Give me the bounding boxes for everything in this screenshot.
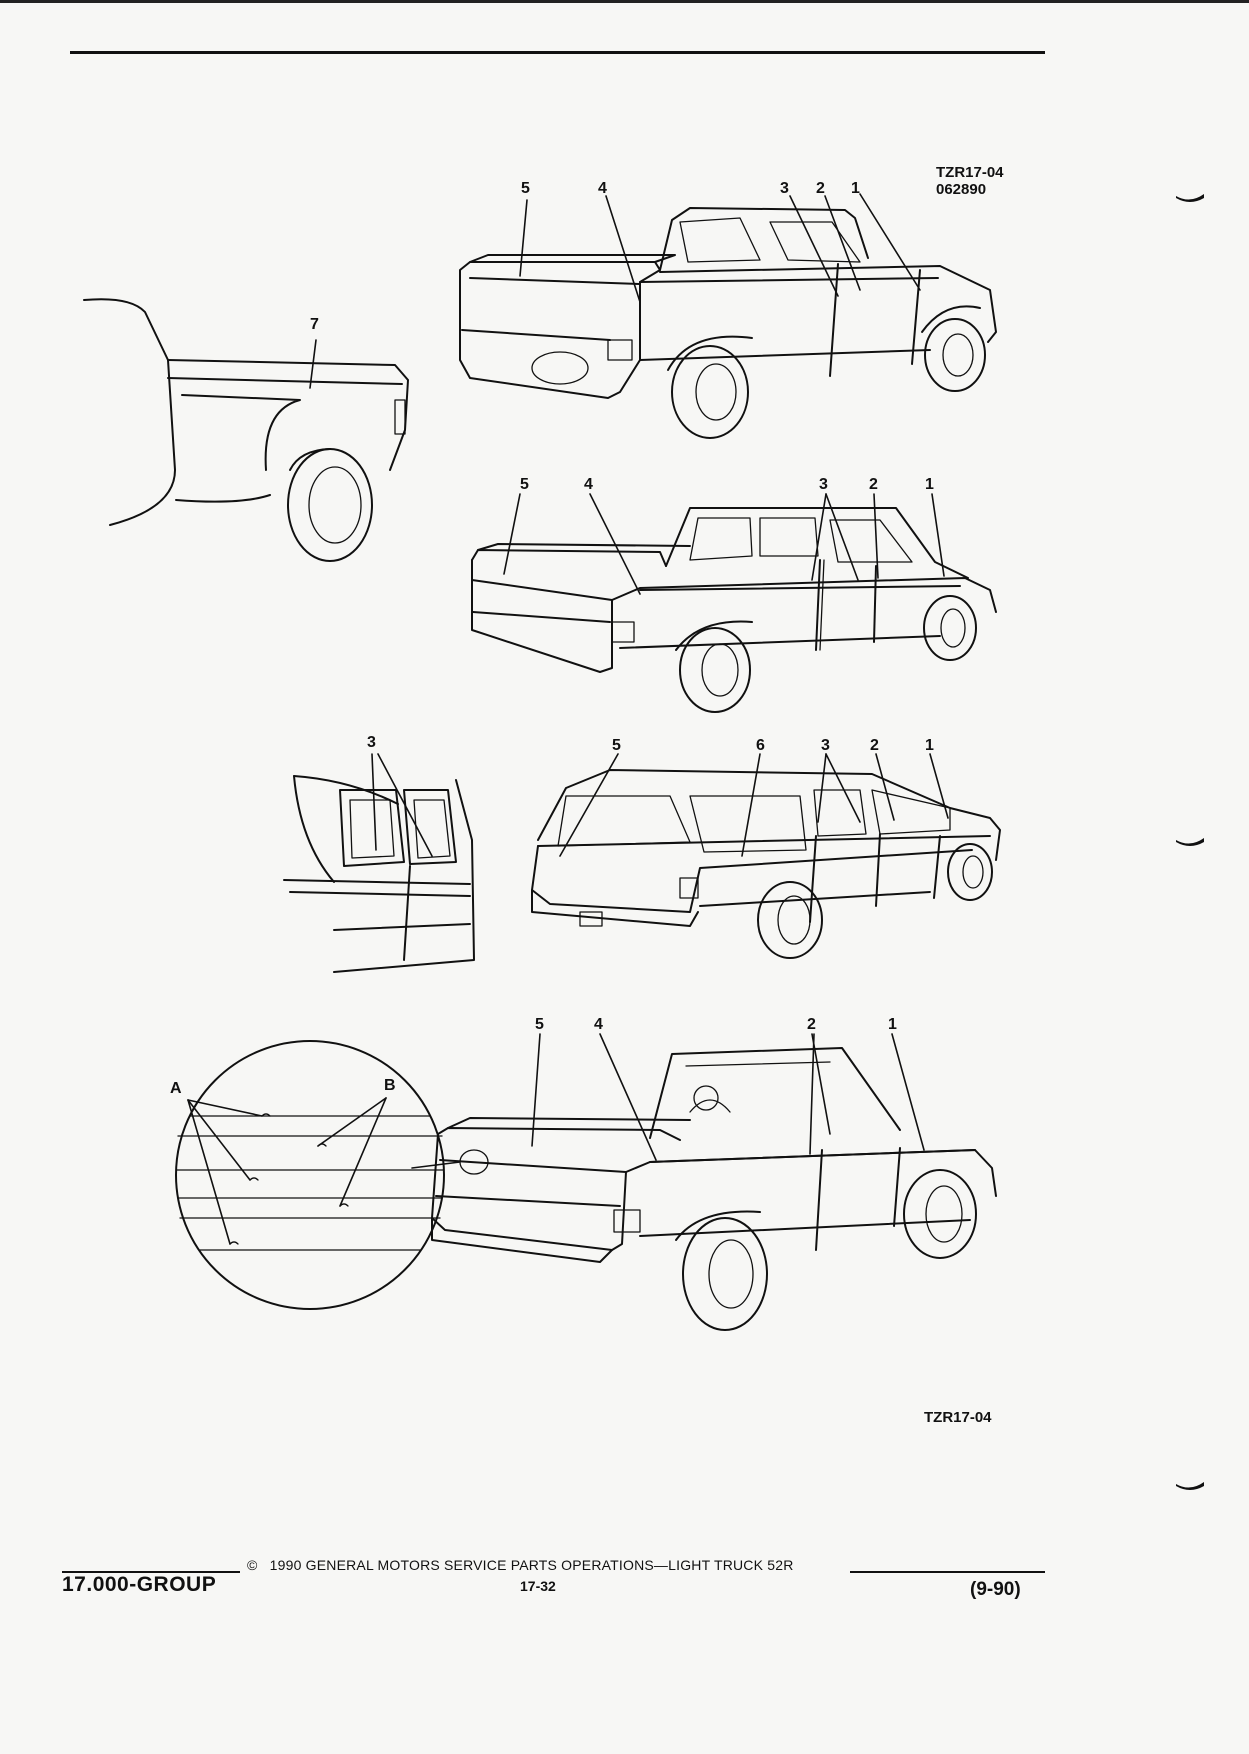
dual-wheel-fender-detail bbox=[83, 298, 409, 562]
figure-ref-date: 062890 bbox=[936, 181, 987, 198]
callout-view4-4: 4 bbox=[594, 1016, 603, 1033]
copyright-symbol: © bbox=[247, 1557, 258, 1573]
callout-view4-5: 5 bbox=[535, 1016, 544, 1033]
stripe-detail-circle bbox=[175, 1040, 445, 1310]
page-top-edge bbox=[0, 0, 1249, 3]
suburban-drawing bbox=[531, 753, 1001, 959]
callout-detail-B: B bbox=[384, 1077, 396, 1094]
callout-view2-1: 1 bbox=[925, 476, 934, 493]
binder-mark-icon bbox=[1176, 838, 1204, 846]
callout-view4-2: 2 bbox=[807, 1016, 816, 1033]
binder-mark-icon bbox=[1176, 194, 1204, 202]
footer-rule-left bbox=[62, 1571, 240, 1573]
callout-detail-3: 3 bbox=[367, 734, 376, 751]
callout-view2-4: 4 bbox=[584, 476, 593, 493]
footer-group-label: 17.000-GROUP bbox=[62, 1573, 217, 1596]
callout-view4-1: 1 bbox=[888, 1016, 897, 1033]
footer-page-number: 17-32 bbox=[520, 1578, 556, 1594]
callout-view1-1: 1 bbox=[851, 180, 860, 197]
callout-view3-3: 3 bbox=[821, 737, 830, 754]
pickup-bed-decal-drawing bbox=[411, 1033, 997, 1331]
figure-ref-code: TZR17-04 bbox=[936, 164, 1004, 181]
copyright-text: 1990 GENERAL MOTORS SERVICE PARTS OPERAT… bbox=[269, 1557, 794, 1573]
callout-view3-2: 2 bbox=[870, 737, 879, 754]
callout-view1-4: 4 bbox=[598, 180, 607, 197]
callout-detail-A: A bbox=[170, 1080, 182, 1097]
footer-rule-right bbox=[850, 1571, 1045, 1573]
header-rule bbox=[70, 51, 1045, 54]
callout-view2-3: 3 bbox=[819, 476, 828, 493]
suburban-door-detail bbox=[283, 753, 475, 973]
callout-view2-5: 5 bbox=[520, 476, 529, 493]
callout-view1-2: 2 bbox=[816, 180, 825, 197]
callout-view1-5: 5 bbox=[521, 180, 530, 197]
pickup-regular-cab-drawing bbox=[459, 193, 997, 439]
callout-view1-3: 3 bbox=[780, 180, 789, 197]
binder-mark-icon bbox=[1176, 1482, 1204, 1490]
pickup-crew-cab-drawing bbox=[471, 493, 997, 713]
callout-view3-6: 6 bbox=[756, 737, 765, 754]
callout-view3-1: 1 bbox=[925, 737, 934, 754]
footer-revision-date: (9-90) bbox=[970, 1579, 1021, 1600]
footer-copyright: © 1990 GENERAL MOTORS SERVICE PARTS OPER… bbox=[247, 1557, 794, 1573]
callout-detail-7: 7 bbox=[310, 316, 319, 333]
callout-view2-2: 2 bbox=[869, 476, 878, 493]
callout-view3-5: 5 bbox=[612, 737, 621, 754]
figure-ref-code-bottom: TZR17-04 bbox=[924, 1409, 992, 1426]
